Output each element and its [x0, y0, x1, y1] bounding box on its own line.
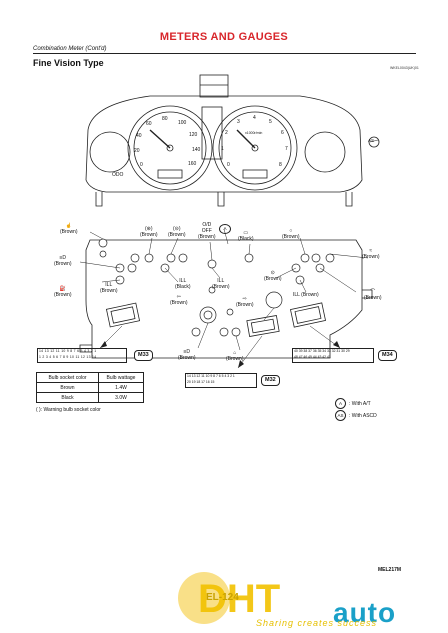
connector-m34: 40 39 38 37 36 35 34 33 32 31 30 29 48 4… [292, 348, 412, 363]
bulb-label-3: (⊝) (Brown) [168, 226, 186, 238]
tacho-tick-0: 0 [227, 162, 230, 168]
tacho-tick-7: 7 [285, 146, 288, 152]
bulb-label-19: ⌂ (Brown) [226, 350, 244, 362]
meter-top-tab [199, 74, 229, 98]
speedometer-ticks: 0 20 40 60 80 100 120 140 160 [126, 106, 214, 194]
legend-item-at: A: With A/T [335, 398, 371, 409]
m32-pins-bottom: 20 19 18 17 16 15 [187, 380, 215, 384]
page-number: EL-124 [206, 592, 239, 603]
table-header: Bulb socket color [36, 372, 99, 383]
bulb-label-18: ≡D (Brown) [178, 349, 196, 361]
legend-code-a: A [335, 398, 346, 409]
table-header-row: Bulb socket color Bulb wattage [36, 372, 144, 383]
table-row: Brown 1.4W [36, 382, 144, 393]
bulb-label-5: ▭ (Black) [238, 230, 254, 242]
temp-gauge [89, 131, 131, 173]
bulb-label-4: O/D OFF (Brown) [198, 222, 216, 240]
tacho-tick-1: 1 [221, 146, 224, 152]
watermark-tagline: Sharing creates success [256, 618, 378, 628]
speed-tick-40: 40 [136, 133, 142, 139]
bulb-label-12: ⊙ (Brown) [264, 270, 282, 282]
speed-tick-100: 100 [178, 120, 187, 126]
legend-text-at: : With A/T [349, 401, 371, 407]
connector-m34-socket [290, 302, 326, 328]
table-cell: 3.0W [98, 392, 144, 403]
tachometer-ticks: 0 1 2 3 4 5 6 7 8 x1000r/min [211, 106, 299, 194]
tacho-tick-8: 8 [279, 162, 282, 168]
connector-m33: 14 13 12 11 10 9 8 7 6 5 4 3 2 1 1 2 3 4… [37, 348, 157, 363]
legend-item-ascd: AS: With ASCD [335, 410, 377, 421]
bulb-wattage-table: Bulb socket color Bulb wattage Brown 1.4… [36, 372, 144, 403]
m34-pins-top: 40 39 38 37 36 35 34 33 32 31 30 29 [294, 349, 350, 353]
page-subtitle: Combination Meter (Cont'd) [33, 46, 107, 52]
connector-m32: 14 13 12 11 10 9 8 7 6 5 4 3 2 1 20 19 1… [185, 373, 285, 388]
speed-tick-160: 160 [188, 161, 197, 167]
m33-pins-top: 14 13 12 11 10 9 8 7 6 5 4 3 2 1 [39, 349, 97, 353]
odo-label: ODO [112, 172, 124, 178]
m34-pins-bottom: 48 47 46 45 44 43 42 41 [294, 355, 331, 359]
bulb-label-13: ⛽ (Brown) [54, 286, 72, 298]
connector-m34-label: M34 [378, 350, 397, 361]
table-cell: Black [36, 392, 99, 403]
connector-m33-socket [105, 302, 141, 328]
header-rule [33, 53, 416, 54]
reference-code: MEL217M [378, 567, 402, 573]
legend-text-ascd: : With ASCD [349, 413, 377, 419]
marker-a: A [219, 224, 231, 234]
fuel-gauge [304, 131, 346, 173]
bulb-label-17: ⌒ (Brown) [364, 289, 382, 301]
tacho-tick-5: 5 [269, 119, 272, 125]
figure-code: WKEL0043(UK)01 [390, 66, 419, 70]
tacho-tick-6: 6 [281, 130, 284, 136]
as-marker-top: AS [368, 138, 375, 143]
table-row: Black 3.0W [36, 392, 144, 403]
m33-pins-bottom: 1 2 3 4 5 6 7 8 9 10 11 12 13 14 [39, 355, 97, 359]
tachometer [212, 105, 298, 191]
speed-tick-60: 60 [146, 121, 152, 127]
page-title: METERS AND GAUGES [159, 31, 289, 43]
bulb-label-7: ≈ (Brown) [362, 248, 380, 260]
svg-text:DHT: DHT [198, 577, 280, 621]
meter-face-outline [85, 95, 363, 193]
warning-note: ( ): Warning bulb socket color [36, 407, 101, 413]
speed-tick-0: 0 [140, 162, 143, 168]
connector-m32-socket [246, 315, 280, 337]
tacho-tick-3: 3 [237, 119, 240, 125]
bulb-label-14: ⇦ (Brown) [170, 294, 188, 306]
bulb-label-1: ☝ (Brown) [60, 223, 78, 235]
bulb-label-16: ILL (Brown) [293, 292, 319, 298]
bulb-label-9: ILL (Brown) [100, 282, 118, 294]
connector-m33-label: M33 [134, 350, 153, 361]
table-cell: Brown [36, 382, 99, 393]
bulb-label-2: (⊛) (Brown) [140, 226, 158, 238]
speedometer [127, 105, 213, 191]
bulb-label-15: ⇨ (Brown) [236, 296, 254, 308]
bulb-label-10: ILL (Black) [175, 278, 191, 290]
table-cell: 1.4W [98, 382, 144, 393]
tacho-tick-4: 4 [253, 115, 256, 121]
speed-tick-120: 120 [189, 132, 198, 138]
section-heading: Fine Vision Type [33, 58, 104, 68]
meter-back-plate [85, 239, 363, 359]
bulb-label-11: ILL (Brown) [212, 278, 230, 290]
speed-tick-80: 80 [162, 116, 168, 122]
speed-tick-140: 140 [192, 147, 201, 153]
legend-code-as: AS [335, 410, 346, 421]
speed-tick-20: 20 [134, 148, 140, 154]
watermark-logo: DHT [178, 572, 280, 624]
table-header: Bulb wattage [98, 372, 144, 383]
tacho-tick-2: 2 [225, 130, 228, 136]
bulb-label-8: ≡D (Brown) [54, 255, 72, 267]
watermark-brand: auto [333, 597, 397, 628]
tacho-unit: x1000r/min [245, 131, 263, 135]
m32-pins-top: 14 13 12 11 10 9 8 7 6 5 4 3 2 1 [187, 374, 235, 378]
bulb-label-6: ○ (Brown) [282, 228, 300, 240]
connector-m32-label: M32 [261, 375, 280, 386]
